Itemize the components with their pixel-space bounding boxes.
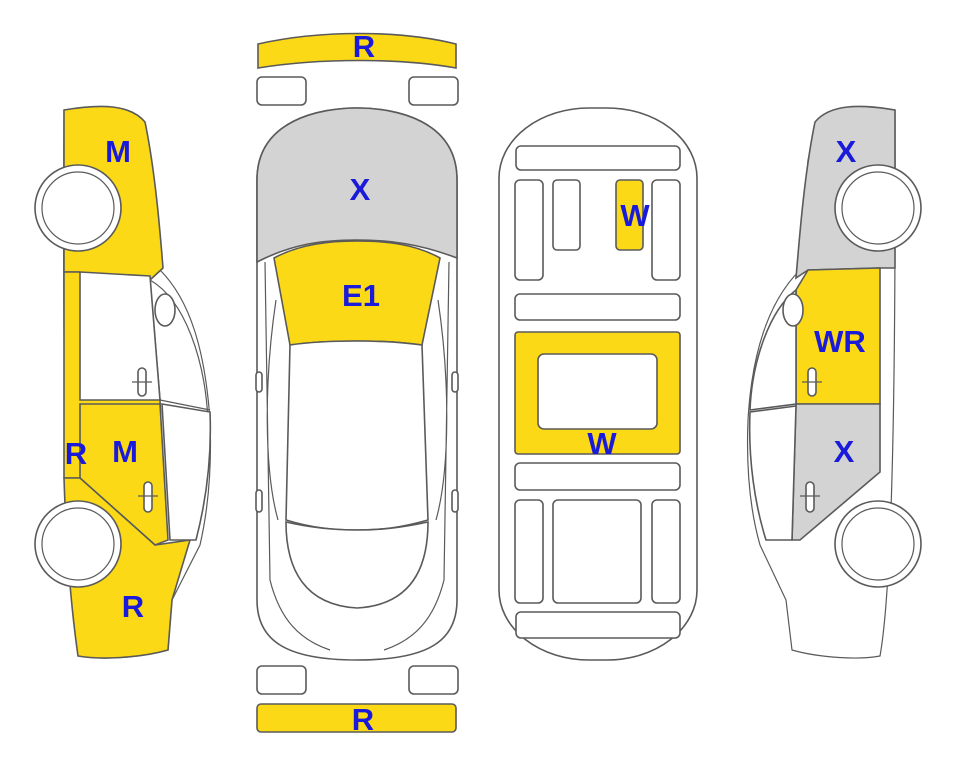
underbody-spare-well — [552, 499, 642, 604]
right-front-wheel — [834, 164, 922, 252]
left-front-window — [79, 271, 161, 401]
top-mirror-left — [255, 371, 263, 393]
roof — [285, 340, 429, 531]
label-left-doors-rocker: R — [65, 436, 87, 471]
label-engine-part: W — [620, 198, 650, 233]
underbody-view — [498, 107, 698, 661]
label-left-rear-door: M — [112, 434, 138, 469]
floor-panel-inner — [537, 353, 658, 430]
label-right-front-door: WR — [814, 324, 866, 359]
top-mirror-right — [451, 371, 459, 393]
front-bumper[interactable] — [257, 32, 457, 69]
rear-window — [285, 520, 429, 609]
rear-left-light — [256, 665, 307, 695]
underbody-right-rail — [651, 179, 681, 281]
label-right-front-fender: X — [836, 134, 857, 169]
front-right-light — [408, 76, 459, 106]
underbody-inner-left — [552, 179, 581, 251]
left-rear-wheel — [34, 500, 122, 588]
right-rear-wheel — [834, 500, 922, 588]
left-rear-glass — [161, 403, 212, 541]
right-mirror — [782, 293, 804, 327]
underbody-left-rail — [514, 179, 544, 281]
top-side-lines — [264, 261, 450, 651]
hood[interactable] — [256, 107, 458, 264]
label-left-front-fender: M — [105, 134, 131, 169]
label-front-bumper: R — [353, 29, 375, 64]
label-left-rear-quarter: R — [122, 589, 144, 624]
left-front-wheel — [34, 164, 122, 252]
label-front-windshield: E1 — [342, 278, 380, 313]
rear-bumper[interactable] — [256, 703, 457, 733]
rear-right-light — [408, 665, 459, 695]
right-door-handle-front — [802, 367, 822, 397]
engine-part[interactable] — [615, 179, 644, 251]
label-hood: X — [350, 172, 371, 207]
underbody-crossmember — [514, 293, 681, 321]
right-rear-glass — [748, 405, 797, 541]
front-left-light — [256, 76, 307, 106]
left-side-view — [34, 105, 212, 659]
underbody-front-bar — [515, 145, 681, 171]
left-mirror — [154, 293, 176, 327]
right-door-handle-rear — [800, 481, 820, 513]
top-view — [255, 32, 459, 733]
label-rear-bumper: R — [352, 702, 374, 737]
top-handle-right — [451, 489, 459, 513]
left-door-handle-front — [132, 367, 152, 397]
top-handle-left — [255, 489, 263, 513]
underbody-rear-left — [514, 499, 544, 604]
label-floor-panel: W — [587, 426, 617, 461]
right-side-view — [746, 105, 922, 659]
label-right-rear-door: X — [834, 434, 855, 469]
left-door-handle-rear — [138, 481, 158, 513]
underbody-rear-bar — [515, 611, 681, 639]
left-windshield-edge — [149, 279, 211, 421]
damage-labels: M R M R R X E1 R W W X WR X — [65, 29, 866, 737]
underbody-rear-right — [651, 499, 681, 604]
underbody-rear-crossmember — [514, 462, 681, 491]
